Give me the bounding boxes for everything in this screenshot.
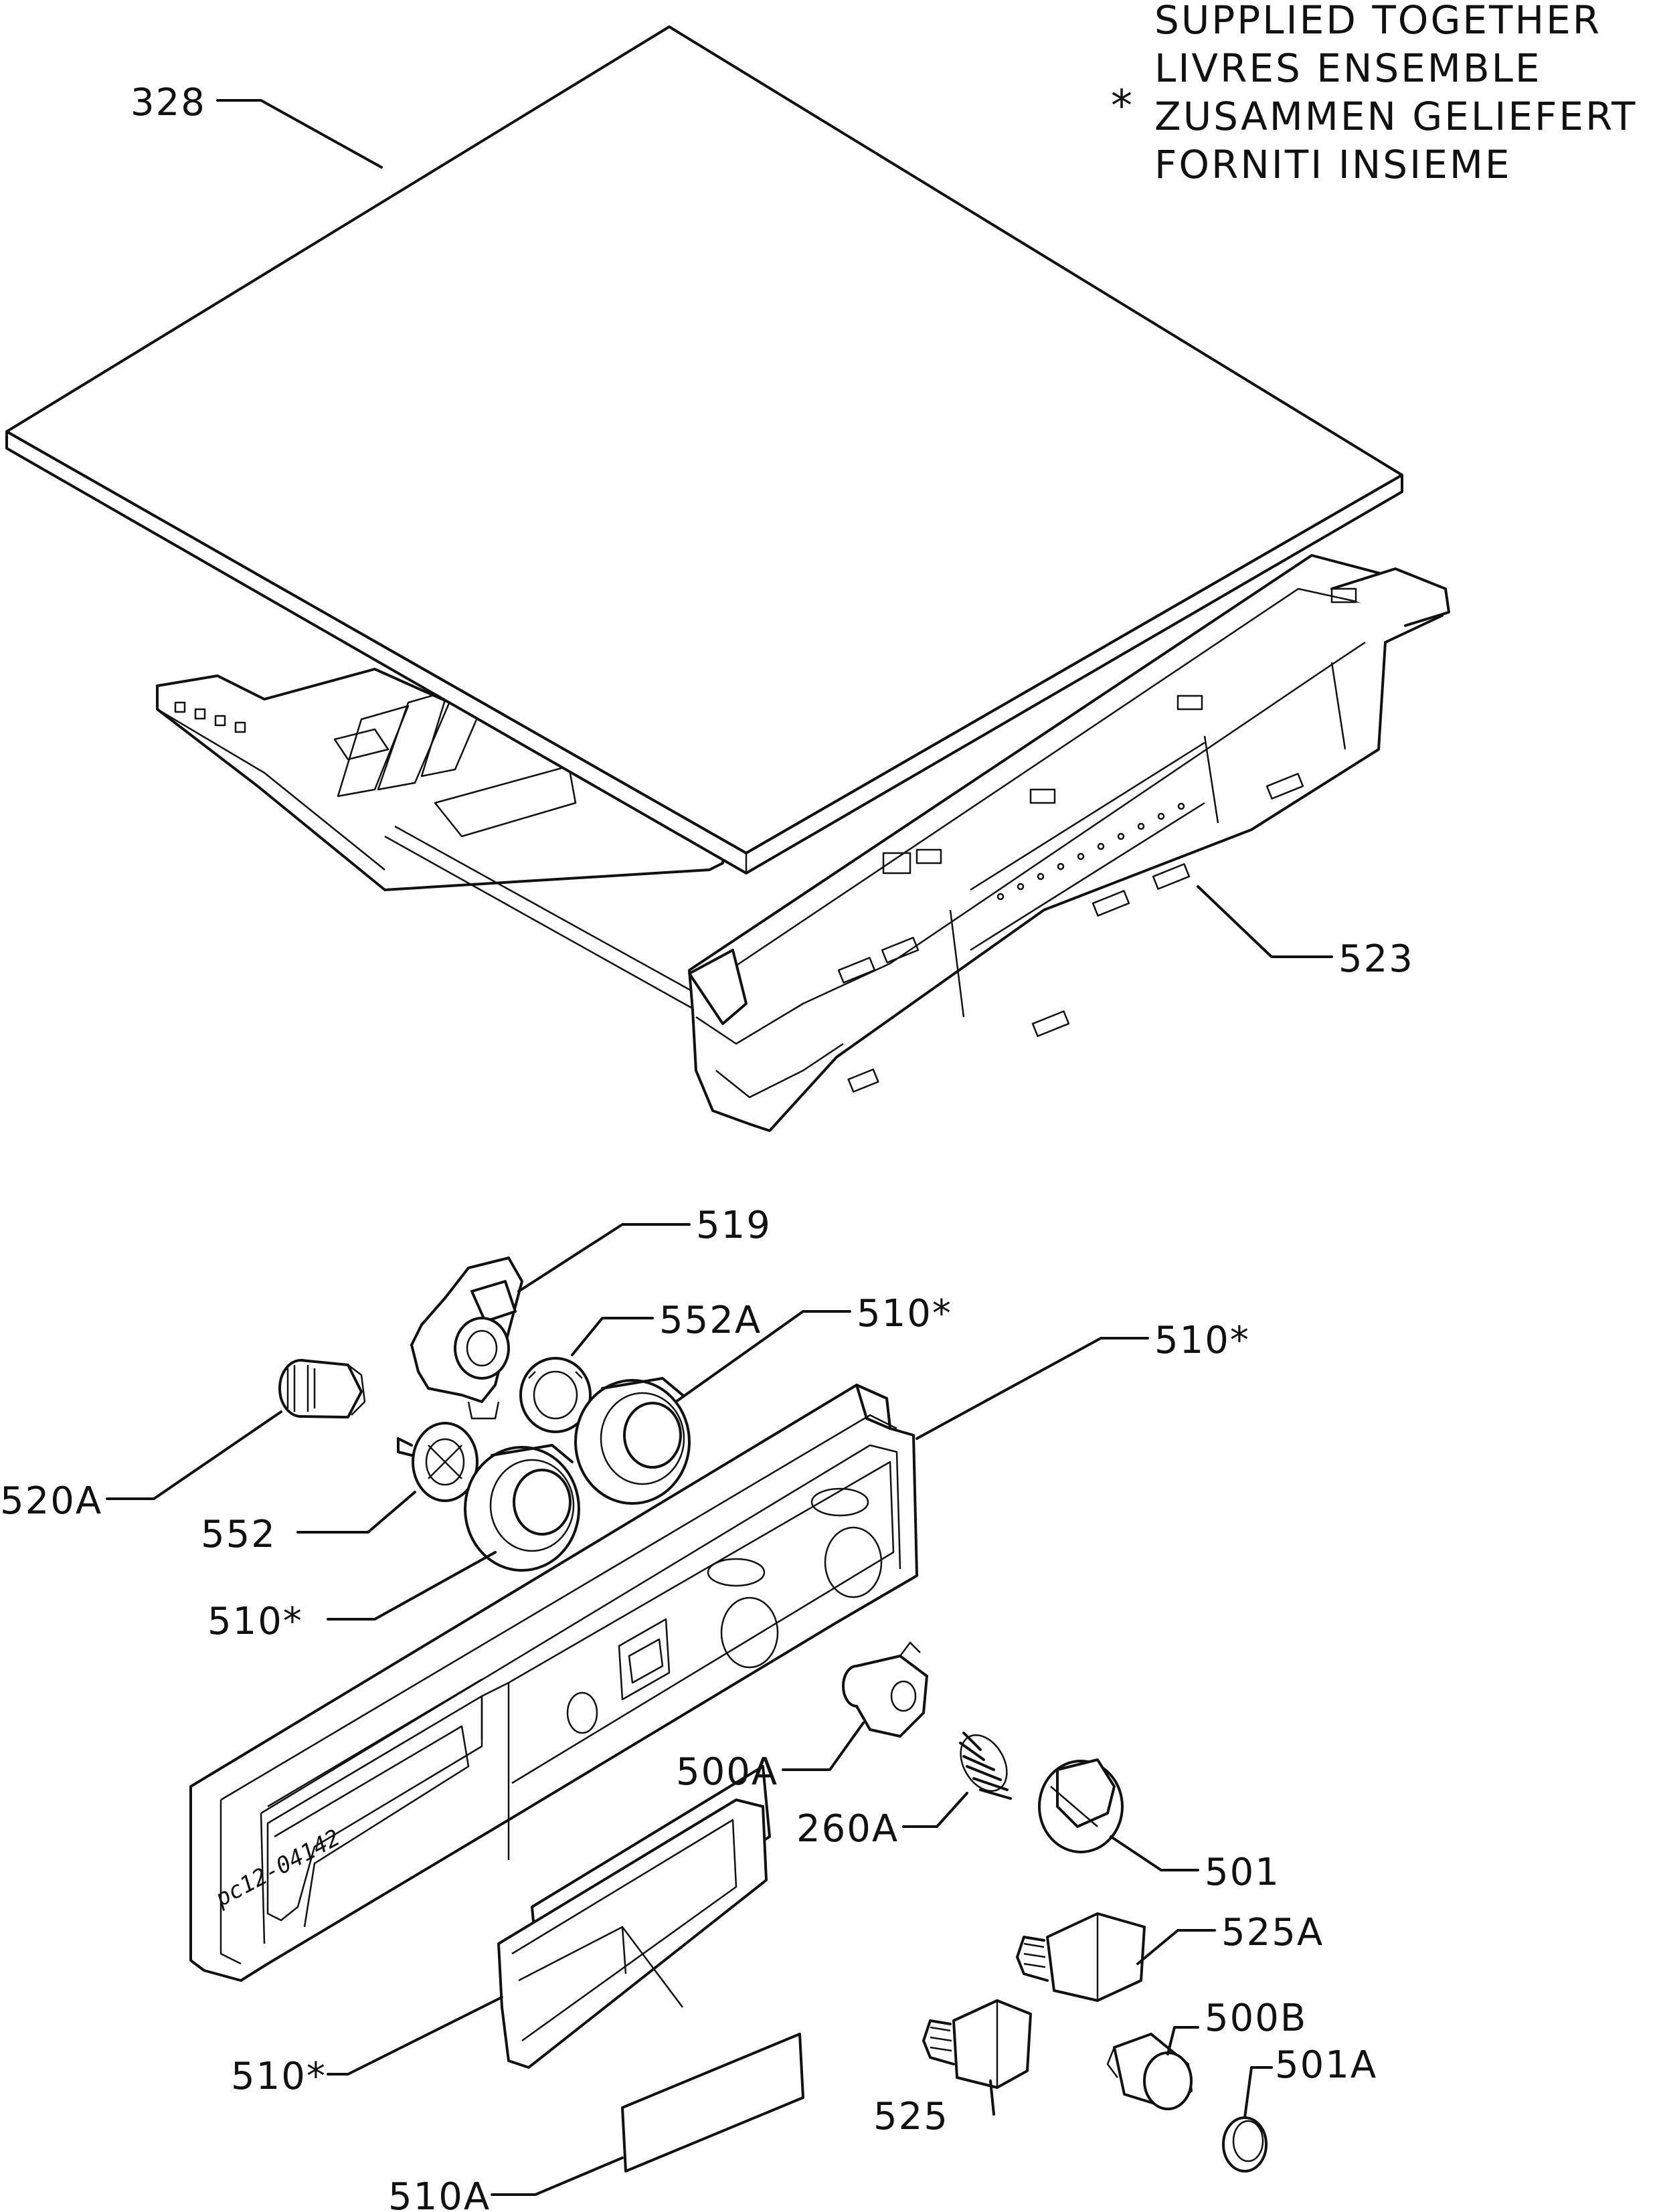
ring-part-552A [519,1357,592,1433]
top-lid-part-328 [5,25,1403,874]
leader-lines [106,99,1333,2196]
callout-260A: 260A [796,1807,899,1851]
callout-500B: 500B [1205,1997,1307,2040]
callouts: 328 523 519 552A 510* 510* 520A 552 510*… [0,81,1414,2212]
callout-510-knob-left: 510* [207,1600,303,1643]
gear-part-520A [278,1359,366,1418]
switch-part-525A [1016,1912,1146,2002]
legend-line-it: FORNITI INSIEME [1154,142,1512,187]
callout-500A: 500A [676,1750,778,1794]
bracket-part-519 [410,1257,523,1420]
spring-part-260A [959,1732,1012,1800]
callout-520A: 520A [0,1479,102,1523]
knob-part-501 [1038,1758,1124,1853]
cap-part-501A [1222,2116,1268,2173]
legend-line-en: SUPPLIED TOGETHER [1154,0,1601,43]
legend-line-fr: LIVRES ENSEMBLE [1154,45,1542,91]
callout-552: 552 [201,1513,276,1556]
switch-part-525 [922,1999,1032,2089]
shaft-part-500A [842,1641,928,1738]
callout-510-drawer: 510* [231,2055,327,2098]
callout-501A: 501A [1275,2043,1377,2087]
callout-510-panel: 510* [1154,1319,1250,1362]
callout-519: 519 [696,1204,772,1247]
knob-part-510-left [464,1444,580,1572]
drawer-front-part-510 [497,1765,771,2069]
label-plate-part-510A [621,2033,804,2173]
frame-holes [996,802,1185,901]
frame-part-523 [156,554,1450,1132]
callout-510-knob-right: 510* [857,1292,952,1335]
callout-510A: 510A [388,2175,491,2212]
legend: * SUPPLIED TOGETHER LIVRES ENSEMBLE ZUSA… [1111,0,1637,187]
callout-525A: 525A [1221,1911,1324,1954]
callout-523: 523 [1338,937,1414,981]
ring-part-552 [397,1422,478,1502]
knob-part-510-right [574,1377,691,1505]
legend-line-de: ZUSAMMEN GELIEFERT [1154,94,1637,139]
front-panel-part-510: pc12-04142 [189,1384,918,1982]
callout-501: 501 [1205,1851,1280,1894]
legend-asterisk: * [1111,82,1132,131]
callout-552A: 552A [659,1299,762,1342]
callout-525: 525 [873,2095,949,2138]
callout-328: 328 [130,81,206,124]
button-part-500B [1106,2033,1193,2110]
